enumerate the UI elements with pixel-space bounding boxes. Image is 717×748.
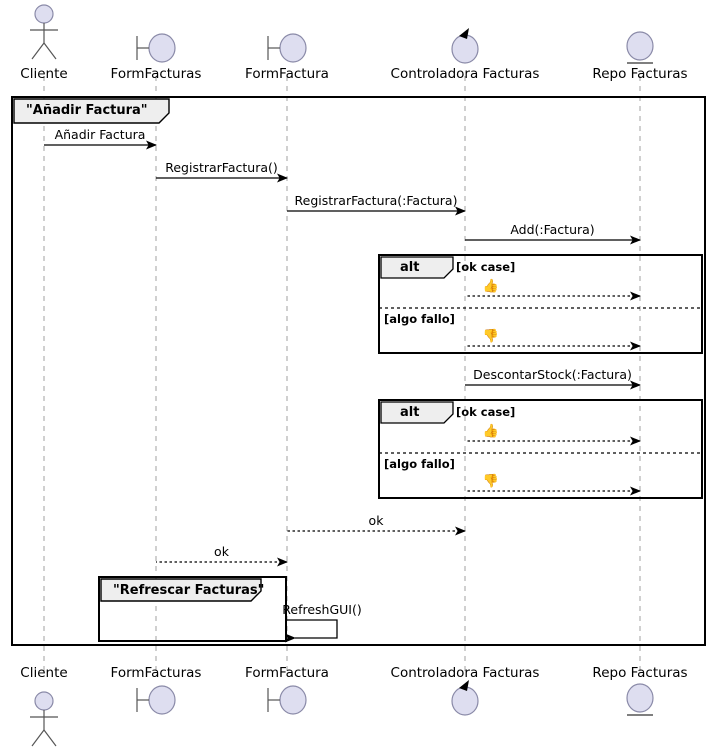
messages-group	[44, 140, 641, 643]
participant-label-bottom-cliente[interactable]: Cliente	[20, 665, 68, 681]
alt-guard-1-2: [algo fallo]	[384, 312, 455, 326]
actor-stick-figure-top-0-leg-right	[43, 42, 57, 60]
outer-frame-title-tab	[13, 98, 170, 124]
participant-label-repo-facturas[interactable]: Repo Facturas	[592, 66, 688, 82]
alt-keyword-2: alt	[400, 405, 420, 420]
message-label-m6: ok	[368, 513, 384, 528]
entity-underline-circle-top-4-circle	[626, 31, 654, 61]
control-circle-arrow-bottom-3-arrow	[459, 680, 469, 691]
boundary-circle-top-1-circle	[148, 33, 176, 63]
actor-stick-figure-bottom-0-leg-left	[31, 729, 45, 747]
boundary-circle-bottom-2-circle	[279, 685, 307, 715]
message-label-m7: ok	[214, 544, 229, 559]
boundary-circle-bottom-1-circle	[148, 685, 176, 715]
participant-label-bottom-formfactura[interactable]: FormFactura	[245, 665, 329, 681]
message-label-m3: RegistrarFactura(:Factura)	[294, 193, 458, 208]
participant-label-formfactura[interactable]: FormFactura	[245, 66, 329, 82]
participant-label-bottom-formfacturas[interactable]: FormFacturas	[110, 665, 202, 681]
alt-fragment-2	[378, 399, 703, 499]
nested-frame-title-tab	[100, 578, 262, 602]
outer-frame-title: "Añadir Factura"	[26, 103, 148, 118]
participant-label-formfacturas[interactable]: FormFacturas	[110, 66, 202, 82]
control-circle-arrow-top-3-circle	[451, 34, 479, 64]
alt-fragment-1	[378, 254, 703, 354]
actor-stick-figure-top-0-leg-left	[31, 42, 45, 60]
message-label-m2: RegistrarFactura()	[165, 160, 278, 175]
actor-stick-figure-top-0-head	[34, 4, 54, 24]
self-message-label-refreshgui: RefreshGUI()	[282, 602, 362, 617]
participant-label-controladora-facturas[interactable]: Controladora Facturas	[390, 66, 540, 82]
message-label-m4: Add(:Factura)	[510, 222, 595, 237]
message-label-m5: DescontarStock(:Factura)	[473, 367, 632, 382]
boundary-circle-top-2-circle	[279, 33, 307, 63]
participant-label-cliente[interactable]: Cliente	[20, 66, 68, 82]
alt-keyword-tab-2	[380, 401, 454, 424]
thumbs-up-icon-1: 👍	[482, 279, 500, 294]
participant-label-bottom-controladora-facturas[interactable]: Controladora Facturas	[390, 665, 540, 681]
alt-keyword-tab-1	[380, 256, 454, 279]
control-circle-arrow-top-3-arrow	[459, 28, 469, 39]
actor-stick-figure-bottom-0-leg-right	[43, 729, 57, 747]
participant-icons-bottom	[30, 680, 654, 747]
thumbs-down-icon-1: 👎	[482, 329, 500, 344]
message-label-m1: Añadir Factura	[54, 127, 146, 142]
nested-frame-title: "Refrescar Facturas"	[113, 583, 265, 598]
frames-group	[11, 96, 706, 646]
nested-frame	[98, 576, 287, 642]
alt-guard-2-2: [algo fallo]	[384, 457, 455, 471]
self-message-arrow-refreshgui	[285, 619, 338, 643]
actor-stick-figure-bottom-0-head	[34, 691, 54, 711]
alt-guard-2-1: [ok case]	[456, 405, 516, 419]
thumbs-up-icon-2: 👍	[482, 424, 500, 439]
participant-icons-top	[30, 4, 654, 64]
participant-label-bottom-repo-facturas[interactable]: Repo Facturas	[592, 665, 688, 681]
outer-frame	[11, 96, 706, 646]
alt-keyword-1: alt	[400, 260, 420, 275]
entity-underline-circle-bottom-4-circle	[626, 683, 654, 713]
thumbs-down-icon-2: 👎	[482, 474, 500, 489]
control-circle-arrow-bottom-3-circle	[451, 686, 479, 716]
alt-guard-1-1: [ok case]	[456, 260, 516, 274]
